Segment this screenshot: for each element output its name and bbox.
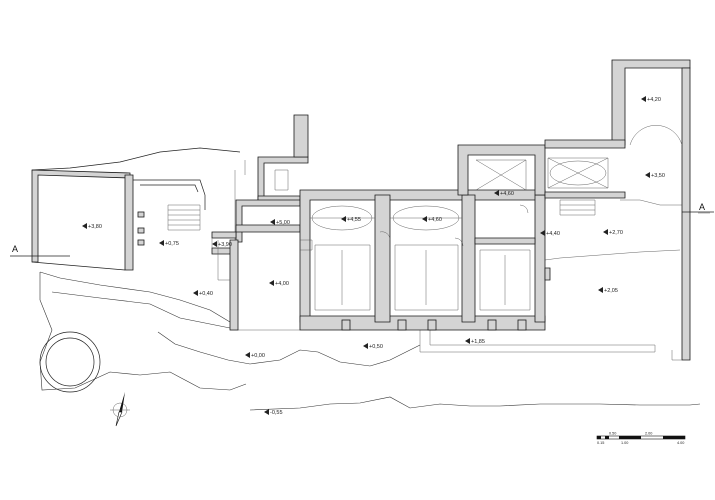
level-mark-icon bbox=[603, 229, 608, 235]
left-building bbox=[31, 147, 241, 271]
level-mark-icon bbox=[598, 287, 603, 293]
level-label: +4,60 bbox=[500, 191, 514, 197]
level-label: -0,55 bbox=[270, 410, 283, 416]
stairs-left bbox=[137, 204, 201, 246]
level-mark-icon bbox=[159, 240, 164, 246]
scale-label: 2.00 bbox=[645, 432, 652, 436]
scale-label: 0.15 bbox=[597, 441, 604, 445]
section-label-left: A bbox=[12, 244, 18, 254]
level-label: +4,60 bbox=[428, 217, 442, 223]
cistern bbox=[39, 331, 101, 393]
scale-label: 4.00 bbox=[677, 441, 684, 445]
section-line bbox=[10, 211, 714, 257]
scale-bar: 0.50 2.00 0.15 1.00 4.00 bbox=[596, 432, 686, 445]
north-arrow-icon bbox=[110, 392, 130, 427]
level-mark-icon bbox=[641, 96, 646, 102]
scale-label: 1.00 bbox=[621, 441, 628, 445]
level-label: +5,00 bbox=[276, 220, 290, 226]
level-label: +3,80 bbox=[88, 224, 102, 230]
level-markers: +3,80 +0,75 +3,90 +5,00 +0,40 +4,00 +4,5… bbox=[82, 96, 665, 416]
level-label: +4,20 bbox=[647, 97, 661, 103]
level-label: +1,85 bbox=[471, 339, 485, 345]
right-block bbox=[544, 59, 691, 361]
level-mark-icon bbox=[245, 352, 250, 358]
level-label: +4,00 bbox=[275, 281, 289, 287]
level-label: +4,55 bbox=[347, 217, 361, 223]
level-label: +3,90 bbox=[218, 242, 232, 248]
level-label: +0,40 bbox=[199, 291, 213, 297]
level-mark-icon bbox=[212, 241, 217, 247]
section-label-right: A bbox=[699, 202, 705, 212]
level-label: +2,05 bbox=[604, 288, 618, 294]
level-mark-icon bbox=[193, 290, 198, 296]
level-label: +2,70 bbox=[609, 230, 623, 236]
level-mark-icon bbox=[269, 280, 274, 286]
level-mark-icon bbox=[270, 219, 275, 225]
level-mark-icon bbox=[494, 190, 499, 196]
level-mark-icon bbox=[465, 338, 470, 344]
level-mark-icon bbox=[422, 216, 427, 222]
level-label: +4,40 bbox=[546, 231, 560, 237]
vaulted-rooms bbox=[299, 144, 546, 331]
level-label: +0,75 bbox=[165, 241, 179, 247]
level-mark-icon bbox=[363, 343, 368, 349]
level-mark-icon bbox=[264, 409, 269, 415]
level-mark-icon bbox=[645, 172, 650, 178]
terrain-lines bbox=[39, 160, 701, 411]
level-label: +0,00 bbox=[251, 353, 265, 359]
level-label: +3,50 bbox=[651, 173, 665, 179]
scale-label: 0.50 bbox=[609, 432, 616, 436]
level-mark-icon bbox=[341, 216, 346, 222]
level-label: +0,50 bbox=[369, 344, 383, 350]
level-mark-icon bbox=[82, 223, 87, 229]
level-mark-icon bbox=[540, 230, 545, 236]
middle-left-rooms bbox=[211, 114, 309, 331]
